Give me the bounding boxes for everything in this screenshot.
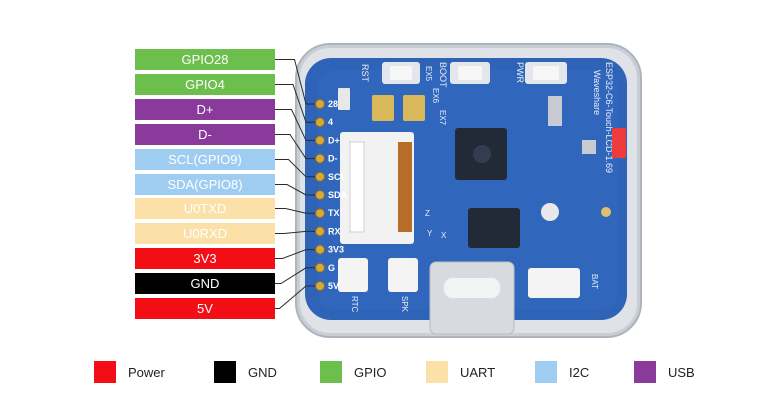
axis-y: Y xyxy=(427,229,433,238)
legend-label: GPIO xyxy=(354,364,387,380)
header-pin-name: 28 xyxy=(328,99,338,109)
pin-label-sda-gpio8: SDA(GPIO8) xyxy=(135,174,275,195)
sensor-chip xyxy=(338,88,350,110)
spk-connector xyxy=(388,258,418,292)
legend-label: USB xyxy=(668,364,695,380)
header-pin-pad xyxy=(315,171,325,182)
header-pin-name: 4 xyxy=(328,117,333,127)
header-pin-pad xyxy=(315,117,325,128)
silk-board-name: ESP32-C6-Touch-LCD-1.69 xyxy=(604,62,614,173)
leader-line xyxy=(275,285,315,309)
leader-line xyxy=(275,249,315,259)
legend-item-uart: UART xyxy=(426,361,495,383)
header-pins xyxy=(315,99,325,291)
header-pin-name: D+ xyxy=(328,135,340,145)
header-pin-pad xyxy=(315,153,325,164)
legend-item-power: Power xyxy=(94,361,165,383)
leader-lines xyxy=(275,59,315,309)
silk-brand: Waveshare xyxy=(592,70,602,115)
legend-item-i2c: I2C xyxy=(535,361,589,383)
leader-line xyxy=(275,109,315,141)
silk-boot: BOOT xyxy=(438,62,448,88)
pin-label-d: D- xyxy=(135,124,275,145)
leader-line xyxy=(275,184,315,196)
legend-item-gnd: GND xyxy=(214,361,277,383)
header-pin-name: 5V xyxy=(328,281,339,291)
pwr-button xyxy=(525,62,567,84)
red-led xyxy=(612,128,626,158)
legend-swatch xyxy=(535,361,557,383)
header-pin-pad xyxy=(315,208,325,219)
pin-label-scl-gpio9: SCL(GPIO9) xyxy=(135,149,275,170)
header-pin-pad xyxy=(315,135,325,146)
flash-chip xyxy=(468,208,520,248)
header-pin-name: SCL xyxy=(328,172,347,182)
pin-label-gpio28: GPIO28 xyxy=(135,49,275,70)
header-pin-pad xyxy=(315,99,325,109)
legend-label: GND xyxy=(248,364,277,380)
header-pin-name: G xyxy=(328,263,335,273)
header-pin-name: 3V3 xyxy=(328,245,344,255)
rst-button xyxy=(382,62,420,84)
antenna-chip xyxy=(548,96,562,126)
boot-button xyxy=(450,62,490,84)
silk-ex7: EX7 xyxy=(438,110,447,126)
silk-pwr: PWR xyxy=(515,62,525,83)
silk-rtc: RTC xyxy=(350,296,359,313)
silk-spk: SPK xyxy=(400,296,409,313)
header-pin-name: D- xyxy=(328,154,338,164)
leader-line xyxy=(275,59,315,105)
header-pin-name: RX xyxy=(328,226,341,236)
legend-swatch xyxy=(94,361,116,383)
header-pin-pad xyxy=(315,226,325,237)
legend-label: UART xyxy=(460,364,496,380)
pin-label-5v: 5V xyxy=(135,298,275,319)
header-pin-name: TX xyxy=(328,208,340,218)
legend-item-gpio: GPIO xyxy=(320,361,387,383)
leader-line xyxy=(275,134,315,160)
pin-label-gpio4: GPIO4 xyxy=(135,74,275,95)
silk-bat: BAT xyxy=(590,274,599,289)
legend-label: Power xyxy=(128,364,165,380)
legend-swatch xyxy=(320,361,342,383)
bat-connector xyxy=(528,268,580,298)
leader-line xyxy=(275,230,315,234)
rtc-connector xyxy=(338,258,368,292)
header-pin-pad xyxy=(315,281,325,291)
pin-label-u0txd: U0TXD xyxy=(135,198,275,219)
header-pin-pad xyxy=(315,262,325,273)
axis-z: Z xyxy=(425,209,430,218)
legend-label: I2C xyxy=(569,364,590,380)
leader-line xyxy=(275,159,315,178)
header-pin-name: SDA xyxy=(328,190,348,200)
leader-line xyxy=(275,84,315,123)
legend-swatch xyxy=(214,361,236,383)
crystal xyxy=(541,203,559,221)
silk-ex5: EX5 xyxy=(424,66,433,82)
header-pin-pad xyxy=(315,244,325,255)
pin-label-3v3: 3V3 xyxy=(135,248,275,269)
legend-item-usb: USB xyxy=(634,361,695,383)
header-pin-pad xyxy=(315,190,325,200)
pin-label-gnd: GND xyxy=(135,273,275,294)
pin-label-d: D+ xyxy=(135,99,275,120)
leader-line xyxy=(275,267,315,284)
silk-ex6: EX6 xyxy=(431,88,440,104)
leader-line xyxy=(275,208,315,214)
silk-rst: RST xyxy=(360,64,370,83)
legend-swatch xyxy=(634,361,656,383)
axis-x: X xyxy=(441,231,447,240)
legend-swatch xyxy=(426,361,448,383)
pin-label-u0rxd: U0RXD xyxy=(135,223,275,244)
